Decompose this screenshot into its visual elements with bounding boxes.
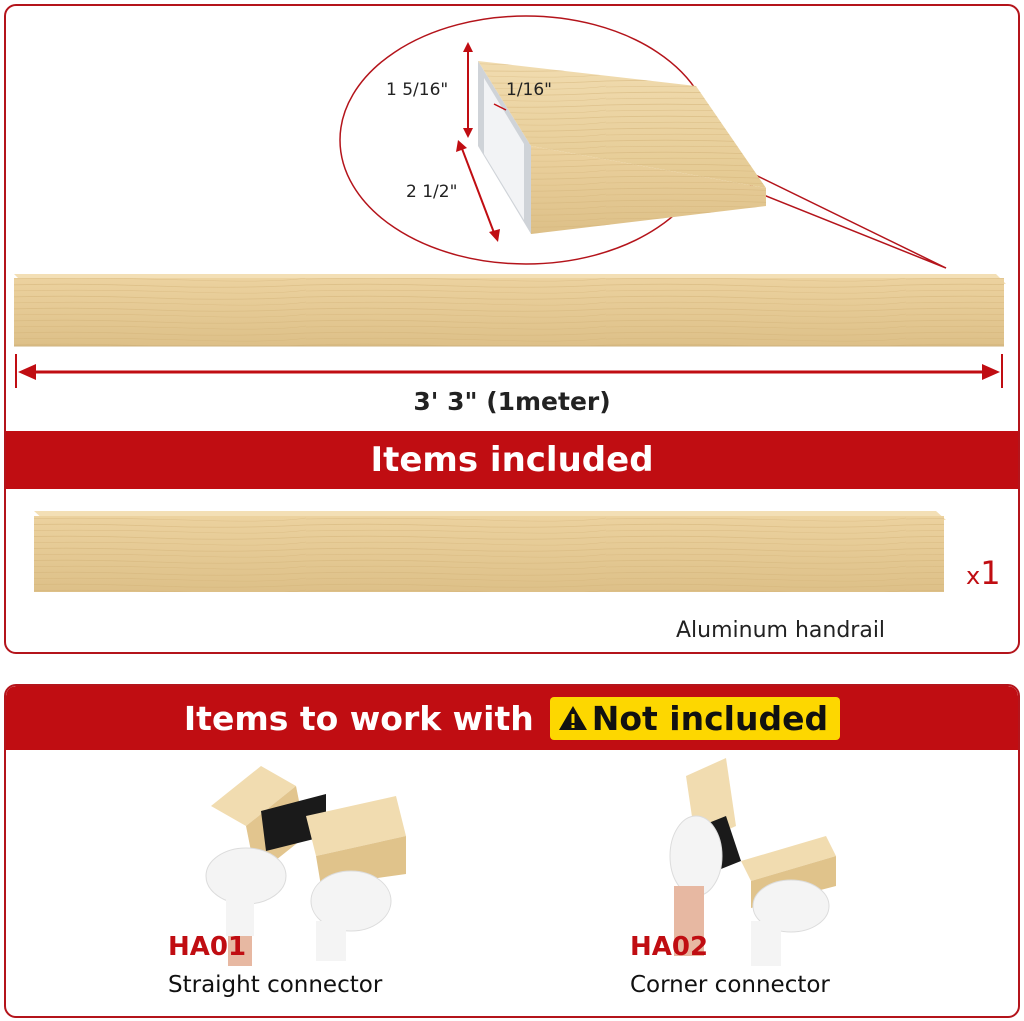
connector-name-straight: Straight connector [168, 972, 383, 998]
items-to-work-with-panel: Items to work with Not included [4, 684, 1020, 1018]
quantity-prefix: x [966, 562, 981, 590]
handrail-caption: Aluminum handrail [676, 618, 886, 643]
length-dimension-label: 3' 3" (1meter) [413, 387, 611, 416]
items-to-work-with-header: Items to work with Not included [6, 686, 1018, 750]
items-included-title: Items included [370, 440, 654, 480]
connector-illustrations [205, 758, 836, 966]
items-to-work-with-title: Items to work with [183, 698, 534, 738]
length-dimension-line [15, 354, 1003, 388]
straight-connector-image [205, 766, 406, 966]
dimension-illustration [14, 15, 1006, 592]
connector-code-ha01: HA01 [168, 932, 247, 962]
quantity-label: x1 [966, 554, 1001, 592]
corner-connector-image [669, 758, 836, 966]
handrail-included-image [34, 511, 946, 592]
profile-callout [339, 15, 947, 269]
warning-icon [558, 706, 587, 730]
connector-code-ha02: HA02 [630, 932, 709, 962]
width-dimension-line [460, 145, 497, 239]
wall-thickness-label: 1/16" [506, 80, 552, 100]
items-included-header: Items included [6, 431, 1018, 489]
connector-name-corner: Corner connector [630, 972, 830, 998]
quantity-value: 1 [980, 554, 1001, 592]
not-included-text: Not included [591, 698, 829, 738]
wall-dimension-line [493, 103, 507, 111]
width-dimension-label: 2 1/2" [406, 182, 458, 202]
not-included-badge: Not included [549, 696, 841, 740]
handrail-main-image [14, 274, 1006, 347]
product-dimension-panel: 1 5/16" 1/16" 2 1/2" 3' 3" (1meter) Item… [4, 4, 1020, 654]
height-dimension-label: 1 5/16" [386, 80, 449, 100]
